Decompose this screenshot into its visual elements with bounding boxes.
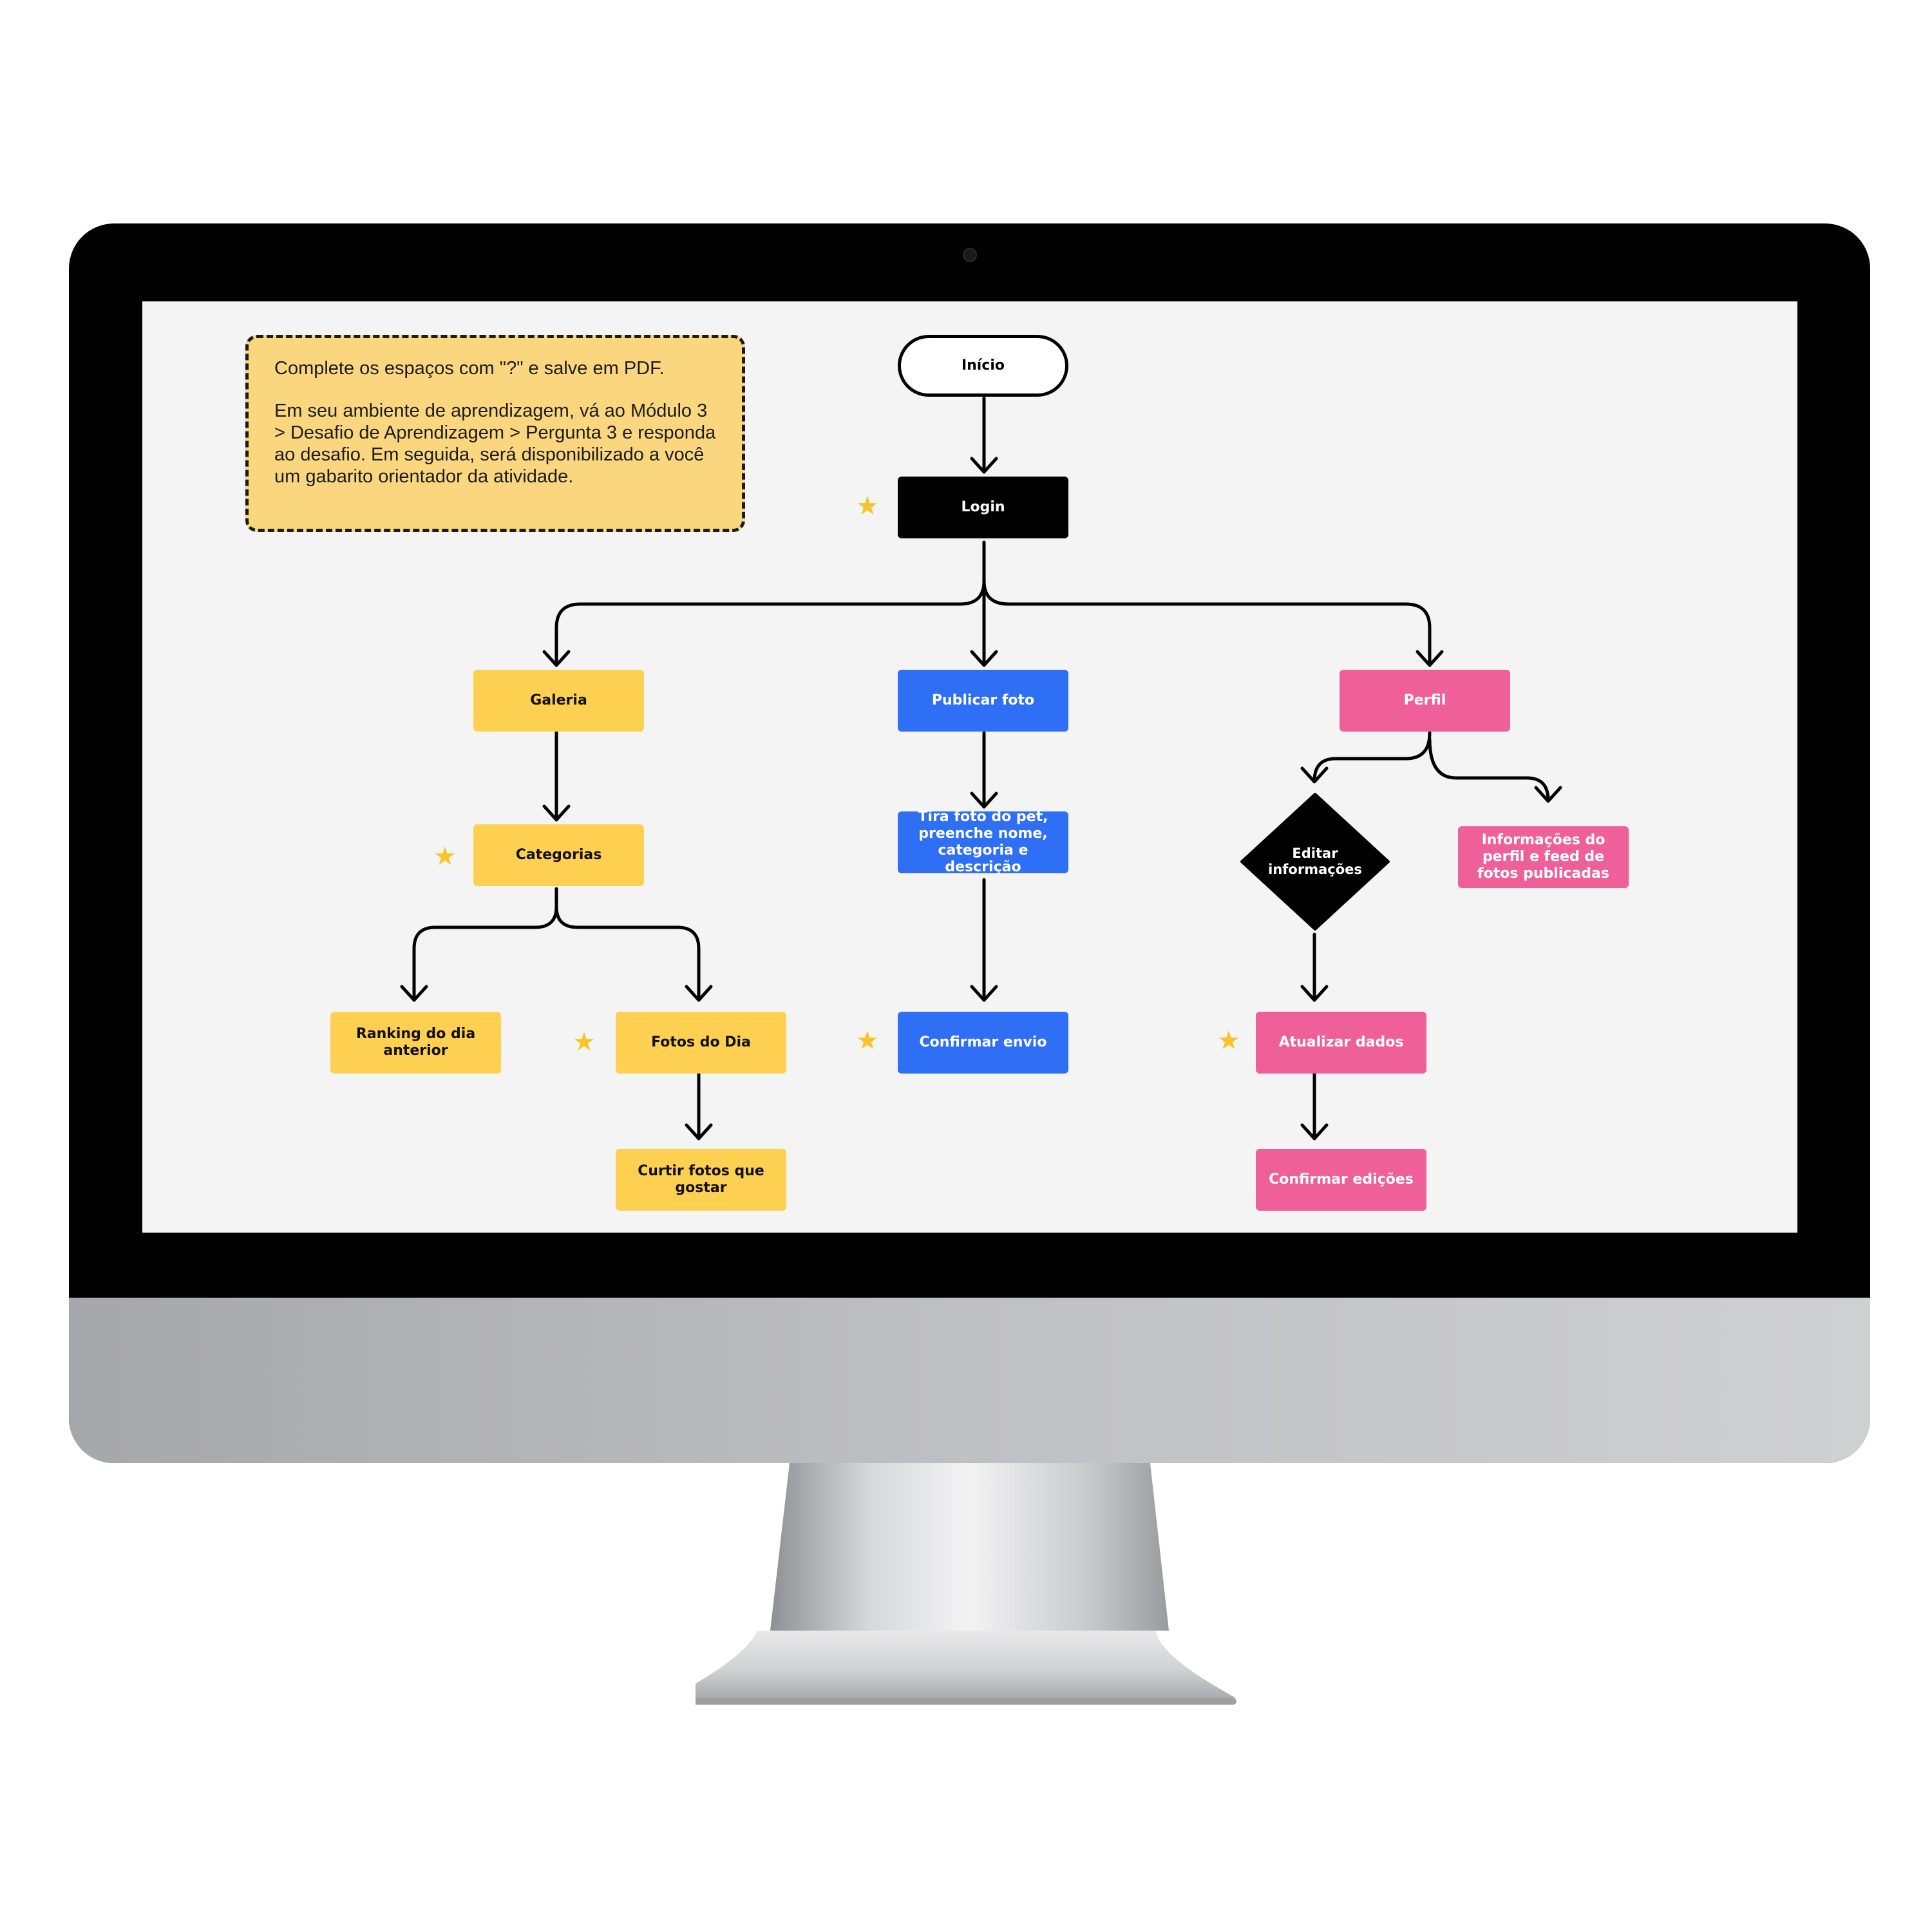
- screen: Complete os espaços com "?" e salve em P…: [142, 301, 1797, 1233]
- arrowhead: [1416, 650, 1444, 667]
- edge-login-galeria: [554, 579, 986, 667]
- arrowhead: [970, 985, 998, 1002]
- node-ranking[interactable]: Ranking do dia anterior: [330, 1012, 501, 1074]
- node-inicio[interactable]: Início: [898, 335, 1068, 397]
- node-categorias[interactable]: Categorias: [473, 824, 644, 886]
- flow-connectors: [400, 396, 1562, 1141]
- arrowhead: [542, 804, 571, 822]
- node-perfil[interactable]: Perfil: [1340, 670, 1510, 732]
- edge-categorias-fotos: [554, 905, 701, 1002]
- decision-diamond: [1240, 793, 1390, 931]
- arrowhead: [1534, 786, 1562, 803]
- node-atualizar-dados[interactable]: Atualizar dados: [1256, 1012, 1426, 1074]
- edge-categorias-ranking: [412, 887, 558, 1002]
- node-galeria[interactable]: Galeria: [473, 670, 644, 732]
- star-icon: ★: [1217, 1027, 1240, 1055]
- arrowhead: [970, 457, 998, 474]
- instructions-line1: Complete os espaços com "?" e salve em P…: [274, 358, 665, 379]
- node-curtir-fotos[interactable]: Curtir fotos que gostar: [616, 1149, 786, 1211]
- arrowhead: [1300, 985, 1329, 1002]
- node-informacoes-perfil[interactable]: Informações do perfil e feed de fotos pu…: [1458, 826, 1629, 888]
- edge-perfil-informacoes: [1428, 737, 1550, 802]
- node-confirmar-edicoes[interactable]: Confirmar edições: [1256, 1149, 1426, 1211]
- arrowhead: [970, 791, 998, 809]
- edge-perfil-editar: [1312, 731, 1432, 783]
- node-fotos-do-dia[interactable]: Fotos do Dia: [616, 1012, 786, 1074]
- star-icon: ★: [856, 492, 879, 520]
- instructions-line2: Em seu ambiente de aprendizagem, vá ao M…: [274, 401, 716, 487]
- camera-icon: [963, 248, 977, 262]
- star-icon: ★: [433, 842, 457, 871]
- star-icon: ★: [856, 1027, 879, 1055]
- node-confirmar-envio[interactable]: Confirmar envio: [898, 1012, 1068, 1074]
- diamond-label: Editar informações: [1268, 846, 1362, 877]
- monitor-frame: Complete os espaços com "?" e salve em P…: [69, 223, 1870, 1463]
- arrowhead: [970, 650, 998, 667]
- edge-login-perfil: [982, 579, 1432, 667]
- arrowhead: [685, 1123, 713, 1141]
- node-publicar-foto[interactable]: Publicar foto: [898, 670, 1068, 732]
- arrowhead: [685, 985, 713, 1002]
- arrowhead: [400, 985, 428, 1002]
- arrowhead: [1300, 766, 1329, 784]
- node-editar-informacoes[interactable]: Editar informações: [1239, 793, 1391, 931]
- arrowhead: [542, 650, 571, 667]
- monitor-stand: [696, 1463, 1236, 1705]
- monitor-chin: [69, 1298, 1870, 1463]
- node-login[interactable]: Login: [898, 477, 1068, 538]
- node-tira-foto[interactable]: Tira foto do pet, preenche nome, categor…: [898, 809, 1068, 875]
- star-icon: ★: [573, 1028, 596, 1056]
- arrowhead: [1300, 1123, 1329, 1141]
- instructions-note: Complete os espaços com "?" e salve em P…: [245, 335, 745, 532]
